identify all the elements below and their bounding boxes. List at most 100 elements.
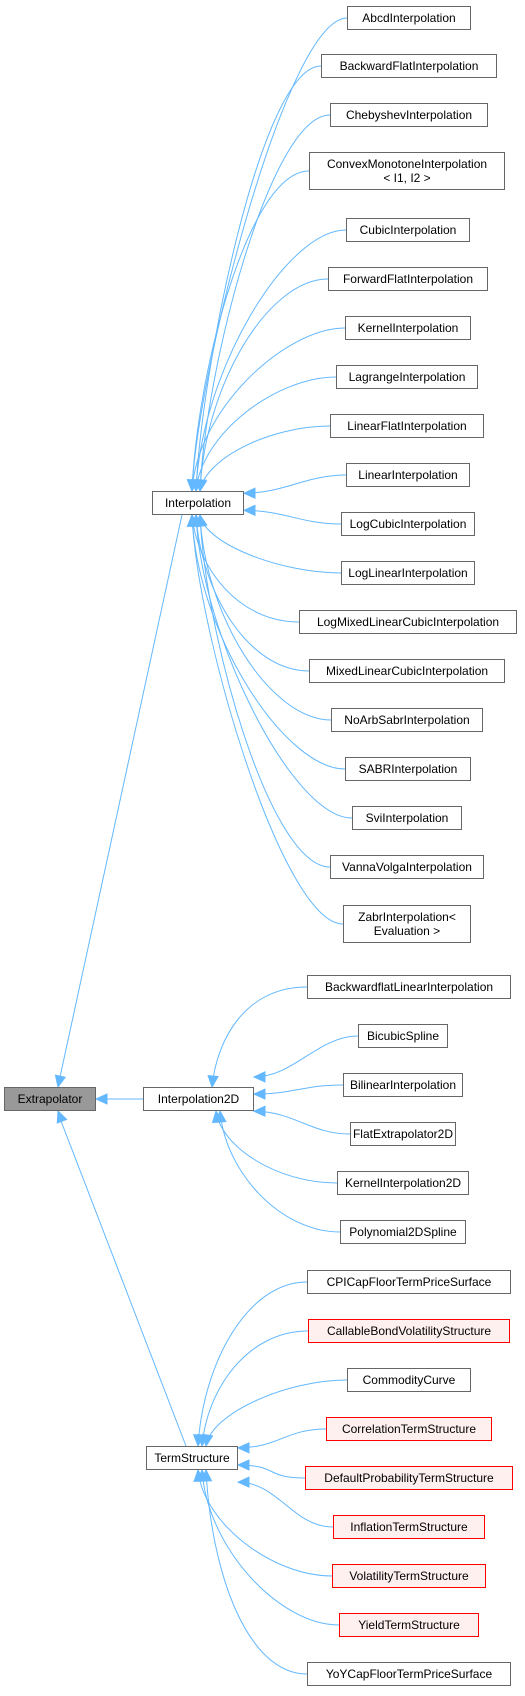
node-label: VolatilityTermStructure xyxy=(349,1569,469,1583)
edge-logcubicinterpolation xyxy=(243,509,342,525)
edge-linearflatinterpolation xyxy=(199,425,331,492)
node-label: KernelInterpolation2D xyxy=(344,1176,462,1190)
arrowhead xyxy=(252,1071,266,1083)
node-label: LogMixedLinearCubicInterpolation xyxy=(316,615,500,629)
node-label: Extrapolator xyxy=(17,1092,83,1106)
node-label: YieldTermStructure xyxy=(358,1618,460,1632)
node-yieldtermstructure[interactable]: YieldTermStructure xyxy=(339,1613,479,1637)
node-bicubicspline[interactable]: BicubicSpline xyxy=(358,1024,448,1048)
node-extrapolator[interactable]: Extrapolator xyxy=(4,1087,96,1111)
arrowhead xyxy=(242,487,256,499)
node-label: FlatExtrapolator2D xyxy=(352,1127,454,1141)
node-yoycapfloortermpricesurface[interactable]: YoYCapFloorTermPriceSurface xyxy=(307,1662,511,1686)
node-defaultprobabilitytermstructure[interactable]: DefaultProbabilityTermStructure xyxy=(305,1466,513,1490)
node-polynomial2dspline[interactable]: Polynomial2DSpline xyxy=(340,1220,466,1244)
arrowhead xyxy=(252,1105,266,1118)
edge-volatilitytermstructure xyxy=(197,1469,333,1577)
arrowhead xyxy=(54,1074,67,1089)
arrowhead xyxy=(194,513,207,527)
edge-abcdinterpolation xyxy=(191,17,348,492)
node-label: Interpolation2D xyxy=(157,1092,240,1106)
arrowhead xyxy=(242,504,256,517)
arrowhead xyxy=(236,1459,250,1471)
arrowhead xyxy=(94,1093,108,1105)
edge-linearinterpolation xyxy=(243,474,347,494)
node-linearflatinterpolation[interactable]: LinearFlatInterpolation xyxy=(330,414,484,438)
node-volatilitytermstructure[interactable]: VolatilityTermStructure xyxy=(332,1564,486,1588)
node-noarbsabrinterpolation[interactable]: NoArbSabrInterpolation xyxy=(331,708,483,732)
edge-sviinterpolation xyxy=(195,514,353,819)
edge-kernelinterpolation xyxy=(191,327,346,492)
node-bilinearinterpolation[interactable]: BilinearInterpolation xyxy=(343,1073,463,1097)
node-label: KernelInterpolation xyxy=(357,321,459,335)
edge-cpicapfloortermpricesurface xyxy=(197,1281,308,1447)
node-termstructure[interactable]: TermStructure xyxy=(146,1446,238,1470)
node-label: CallableBondVolatilityStructure xyxy=(326,1324,492,1338)
arrowhead xyxy=(236,1476,250,1488)
node-callablebondvolatilitystructure[interactable]: CallableBondVolatilityStructure xyxy=(308,1319,510,1343)
arrowhead xyxy=(202,1433,214,1448)
edge-noarbsabrinterpolation xyxy=(199,514,332,721)
node-backwardflatinterpolation[interactable]: BackwardFlatInterpolation xyxy=(321,54,497,78)
node-label: CommodityCurve xyxy=(362,1373,456,1387)
node-label: NoArbSabrInterpolation xyxy=(344,713,470,727)
edge-loglinearinterpolation xyxy=(199,514,342,574)
node-zabrinterpolation-evaluation[interactable]: ZabrInterpolation<Evaluation > xyxy=(343,905,471,943)
node-vannavolgainterpolation[interactable]: VannaVolgaInterpolation xyxy=(330,855,484,879)
node-label: MixedLinearCubicInterpolation xyxy=(325,664,489,678)
edge-logmixedlinearcubicinterpolation xyxy=(191,514,300,623)
node-flatextrapolator2d[interactable]: FlatExtrapolator2D xyxy=(350,1122,456,1146)
node-label: AbcdInterpolation xyxy=(362,11,456,25)
node-abcdinterpolation[interactable]: AbcdInterpolation xyxy=(347,6,471,30)
node-chebyshevinterpolation[interactable]: ChebyshevInterpolation xyxy=(330,103,488,127)
edge-yoycapfloortermpricesurface xyxy=(205,1469,308,1675)
node-commoditycurve[interactable]: CommodityCurve xyxy=(347,1368,471,1392)
node-convexmonotoneinterpolation-i1-i2[interactable]: ConvexMonotoneInterpolation< I1, I2 > xyxy=(309,152,505,190)
edge-convexmonotoneinterpolation xyxy=(191,170,310,492)
arrowhead xyxy=(207,1074,219,1089)
node-backwardflatlinearinterpolation[interactable]: BackwardflatLinearInterpolation xyxy=(307,975,511,999)
node-label: LinearInterpolation xyxy=(358,468,458,482)
edge-polynomial2dspline xyxy=(219,1110,341,1233)
node-sviinterpolation[interactable]: SviInterpolation xyxy=(352,806,462,830)
node-label: LogLinearInterpolation xyxy=(348,566,468,580)
node-logmixedlinearcubicinterpolation[interactable]: LogMixedLinearCubicInterpolation xyxy=(299,610,517,634)
node-label: TermStructure xyxy=(154,1451,230,1465)
node-label: CPICapFloorTermPriceSurface xyxy=(326,1275,492,1289)
node-lagrangeinterpolation[interactable]: LagrangeInterpolation xyxy=(336,365,478,389)
node-cpicapfloortermpricesurface[interactable]: CPICapFloorTermPriceSurface xyxy=(307,1270,511,1294)
edge-bicubicspline xyxy=(253,1035,359,1078)
node-label: BilinearInterpolation xyxy=(349,1078,457,1092)
node-forwardflatinterpolation[interactable]: ForwardFlatInterpolation xyxy=(328,267,488,291)
node-label: ChebyshevInterpolation xyxy=(345,108,473,122)
node-sabrinterpolation[interactable]: SABRInterpolation xyxy=(345,757,471,781)
node-kernelinterpolation[interactable]: KernelInterpolation xyxy=(345,316,471,340)
edge-chebyshevinterpolation xyxy=(199,114,331,492)
node-interpolation2d[interactable]: Interpolation2D xyxy=(143,1087,254,1111)
node-kernelinterpolation2d[interactable]: KernelInterpolation2D xyxy=(337,1171,469,1195)
node-label: SABRInterpolation xyxy=(358,762,458,776)
node-label: ForwardFlatInterpolation xyxy=(342,272,474,286)
node-label: InflationTermStructure xyxy=(350,1520,468,1534)
edge-lagrangeinterpolation xyxy=(195,376,337,492)
edge-callablebondvolatilitystructure xyxy=(201,1330,309,1447)
node-correlationtermstructure[interactable]: CorrelationTermStructure xyxy=(326,1417,492,1441)
edge-termstructure-to-root xyxy=(60,1120,187,1447)
node-interpolation[interactable]: Interpolation xyxy=(152,491,244,515)
arrowhead xyxy=(236,1442,250,1454)
node-label: BicubicSpline xyxy=(366,1029,440,1043)
node-inflationtermstructure[interactable]: InflationTermStructure xyxy=(333,1515,485,1539)
node-cubicinterpolation[interactable]: CubicInterpolation xyxy=(346,218,470,242)
arrowhead xyxy=(200,1468,213,1482)
node-mixedlinearcubicinterpolation[interactable]: MixedLinearCubicInterpolation xyxy=(309,659,505,683)
node-linearinterpolation[interactable]: LinearInterpolation xyxy=(346,463,470,487)
edge-forwardflatinterpolation xyxy=(199,278,329,492)
node-label: < I1, I2 > xyxy=(383,171,431,185)
node-logcubicinterpolation[interactable]: LogCubicInterpolation xyxy=(341,512,475,536)
arrowhead xyxy=(196,478,208,493)
arrowhead xyxy=(215,1109,227,1123)
node-label: ConvexMonotoneInterpolation xyxy=(326,157,488,171)
node-loglinearinterpolation[interactable]: LogLinearInterpolation xyxy=(341,561,475,585)
node-label: CorrelationTermStructure xyxy=(341,1422,477,1436)
edge-mixedlinearcubicinterpolation xyxy=(195,514,310,672)
